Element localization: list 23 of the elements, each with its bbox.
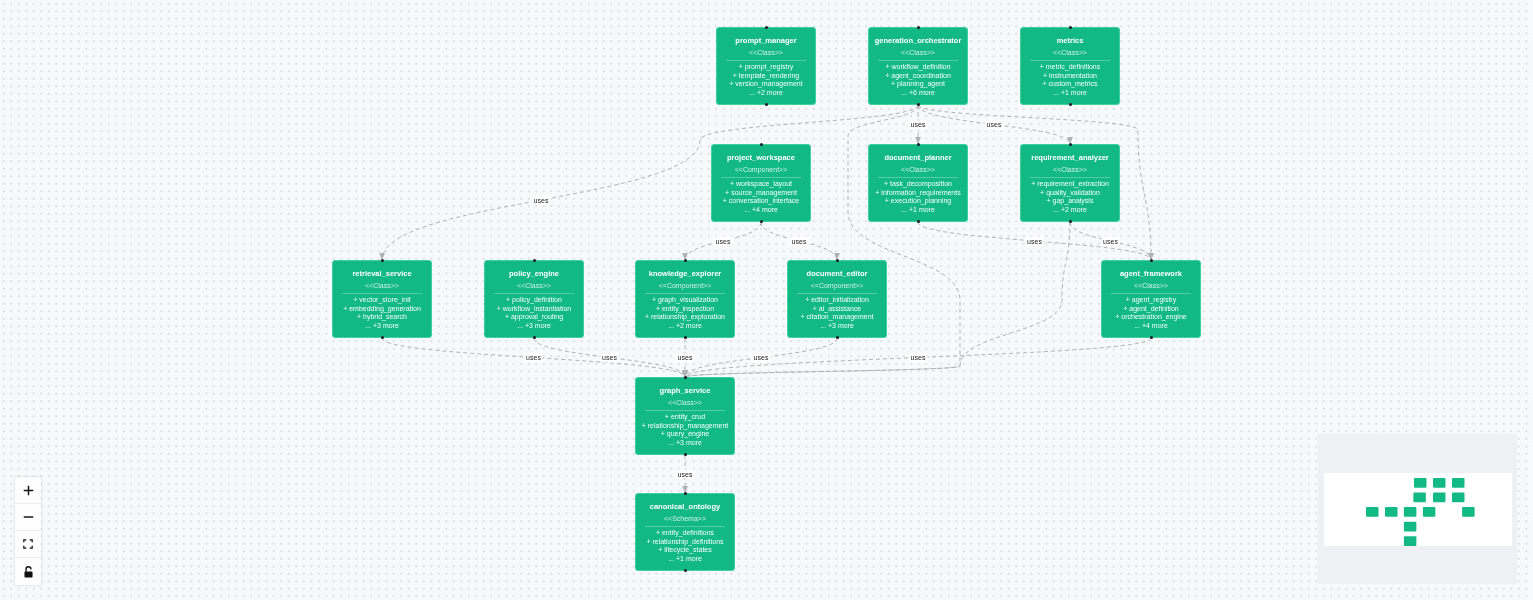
class-box [484,260,584,338]
class-box [332,260,432,338]
dashed-arrow [682,454,688,494]
dashed-arrow [684,337,1152,378]
dashed-arrow [760,221,838,261]
class-box [711,144,811,222]
dashed-arrow [533,337,686,378]
class-box [868,27,968,105]
dashed-arrow [684,221,762,261]
dashed-arrow [917,104,1071,145]
class-box [1020,144,1120,222]
class-box [787,260,887,338]
class-box [635,377,735,455]
class-box [716,27,816,105]
dashed-arrow [684,337,838,378]
class-box [635,260,735,338]
dashed-arrow [684,221,1071,379]
class-box [868,144,968,222]
dashed-arrow [381,337,686,378]
dashed-arrow [381,104,919,261]
class-box [635,493,735,571]
class-box [1101,260,1201,338]
class-box [1020,27,1120,105]
